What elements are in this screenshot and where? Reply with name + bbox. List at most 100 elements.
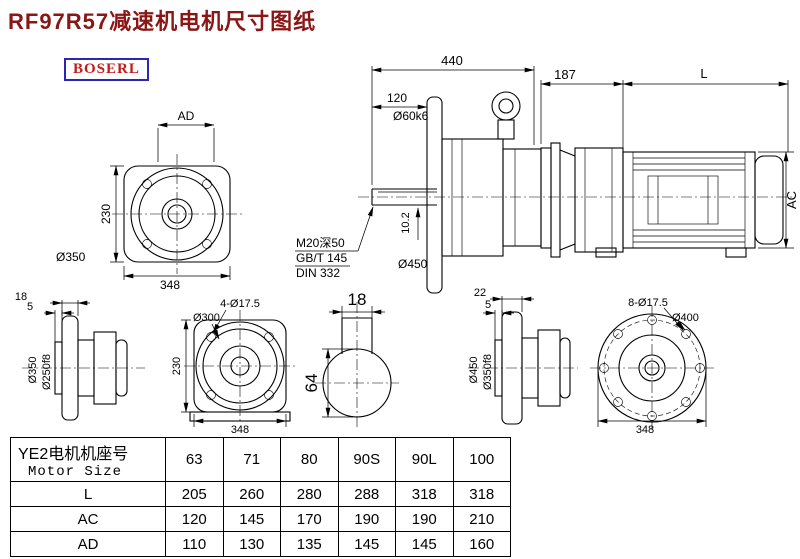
bolt-hole bbox=[264, 390, 274, 400]
note-din-standard: DIN 332 bbox=[296, 266, 340, 280]
table-cell: 135 bbox=[280, 531, 339, 557]
label-d250-spigot: Ø250f8 bbox=[41, 354, 53, 390]
dim-ad-label: AD bbox=[178, 109, 195, 123]
size-column-header: 90S bbox=[337, 437, 396, 482]
bolt-hole bbox=[613, 329, 623, 339]
motor-size-label-cn: YE2电机机座号 bbox=[18, 445, 129, 463]
table-cell: 145 bbox=[337, 531, 396, 557]
motor-body bbox=[622, 151, 756, 249]
label-d350-side: Ø350 bbox=[27, 357, 39, 384]
table-cell: 210 bbox=[452, 506, 511, 532]
page-title: RF97R57减速机电机尺寸图纸 bbox=[8, 9, 317, 34]
bolt-hole bbox=[142, 239, 152, 249]
fan-cover bbox=[754, 155, 784, 245]
flange-side-view-large: 22 5 Ø450 Ø350f8 bbox=[468, 287, 578, 425]
flange-side-view-small: 18 5 Ø350 Ø250f8 bbox=[15, 291, 145, 421]
row-label-l: L bbox=[10, 481, 166, 507]
table-cell: 205 bbox=[165, 481, 224, 507]
bolt-hole bbox=[681, 329, 691, 339]
label-flange-diameter: Ø450 bbox=[398, 257, 428, 271]
bolt-hole bbox=[206, 390, 216, 400]
gearbox-housing bbox=[441, 138, 504, 257]
note-gb-standard: GB/T 145 bbox=[296, 251, 347, 265]
table-cell: 260 bbox=[222, 481, 281, 507]
size-column-header: 80 bbox=[280, 437, 339, 482]
dim-348-label: 348 bbox=[231, 424, 249, 436]
dim-230-label: 230 bbox=[171, 357, 183, 375]
label-bolt-holes: 4-Ø17.5 bbox=[220, 298, 260, 310]
label-shaft-diameter: Ø60k6 bbox=[393, 109, 429, 123]
label-d350-spigot: Ø350f8 bbox=[482, 354, 494, 390]
motor-foot bbox=[595, 247, 617, 258]
brand-logo: BOSERL bbox=[64, 58, 149, 81]
motor-dimension-table: YE2电机机座号 Motor Size 63 71 80 90S 90L 100… bbox=[10, 437, 511, 557]
output-flange-front-view: AD 230 Ø350 348 bbox=[56, 109, 242, 292]
table-cell: 318 bbox=[395, 481, 454, 507]
dim-120-label: 120 bbox=[387, 91, 407, 105]
table-cell: 160 bbox=[452, 531, 511, 557]
table-cell: 145 bbox=[395, 531, 454, 557]
bolt-hole bbox=[695, 363, 705, 373]
bolt-hole bbox=[206, 332, 216, 342]
dim-5-label: 5 bbox=[485, 299, 491, 311]
flange-plate-outline bbox=[123, 165, 231, 263]
size-column-header: 71 bbox=[222, 437, 281, 482]
label-d300: Ø300 bbox=[193, 312, 220, 324]
table-cell: 145 bbox=[222, 506, 281, 532]
dim-ac-label: AC bbox=[784, 191, 799, 209]
motor-size-header-cell: YE2电机机座号 Motor Size bbox=[10, 437, 166, 482]
size-column-header: 63 bbox=[165, 437, 224, 482]
bolt-hole bbox=[599, 363, 609, 373]
dim-key-width-label: 18 bbox=[348, 290, 367, 309]
table-cell: 190 bbox=[337, 506, 396, 532]
bolt-hole bbox=[202, 179, 212, 189]
table-cell: 280 bbox=[280, 481, 339, 507]
dim-18-label: 18 bbox=[15, 291, 27, 303]
label-d350: Ø350 bbox=[56, 250, 86, 264]
dim-230-label: 230 bbox=[99, 204, 113, 224]
bolt-hole bbox=[142, 179, 152, 189]
motor-size-label-en: Motor Size bbox=[28, 463, 123, 480]
label-bolt-holes: 8-Ø17.5 bbox=[628, 297, 668, 309]
dim-key-height-label: 10.2 bbox=[400, 212, 412, 233]
bolt-hole bbox=[202, 239, 212, 249]
bolt-hole bbox=[647, 315, 657, 325]
dim-348-label: 348 bbox=[636, 424, 654, 436]
table-cell: 288 bbox=[337, 481, 396, 507]
table-row-ac: AC 120 145 170 190 190 210 bbox=[10, 506, 511, 532]
row-label-ac: AC bbox=[10, 506, 166, 532]
eyebolt-ring bbox=[491, 91, 521, 121]
bolt-hole bbox=[613, 397, 623, 407]
table-cell: 170 bbox=[280, 506, 339, 532]
bolt-circle bbox=[603, 319, 701, 417]
bolt-hole bbox=[264, 332, 274, 342]
label-d400: Ø400 bbox=[672, 312, 699, 324]
main-assembly-view: 440 120 Ø60k6 187 L AC 10.2 M20深50 GB/T … bbox=[295, 53, 799, 294]
bolt-hole bbox=[681, 397, 691, 407]
motor-stator bbox=[647, 175, 719, 225]
dim-348-label: 348 bbox=[160, 278, 180, 292]
table-row-ad: AD 110 130 135 145 145 160 bbox=[10, 531, 511, 557]
mounting-flange bbox=[426, 96, 443, 294]
dim-l-label: L bbox=[700, 66, 707, 81]
dim-187-label: 187 bbox=[554, 67, 576, 82]
motor-flange-bell bbox=[574, 147, 624, 253]
size-column-header: 100 bbox=[452, 437, 511, 482]
motor-flange-view: 8-Ø17.5 Ø400 348 bbox=[590, 297, 714, 436]
brand-logo-text: BOSERL bbox=[73, 61, 140, 77]
eyebolt-base bbox=[497, 119, 515, 140]
label-d450-side: Ø450 bbox=[468, 357, 480, 384]
table-row-l: L 205 260 280 288 318 318 bbox=[10, 481, 511, 507]
row-label-ad: AD bbox=[10, 531, 166, 557]
table-header-row: YE2电机机座号 Motor Size 63 71 80 90S 90L 100 bbox=[10, 437, 511, 482]
table-cell: 110 bbox=[165, 531, 224, 557]
shaft-section-view: 18 64 bbox=[302, 290, 399, 427]
size-column-header: 90L bbox=[395, 437, 454, 482]
table-cell: 190 bbox=[395, 506, 454, 532]
dim-5-label: 5 bbox=[27, 301, 33, 313]
flange-front-foot-view: 4-Ø17.5 Ø300 230 348 bbox=[171, 298, 296, 436]
dim-440-label: 440 bbox=[441, 53, 463, 68]
table-cell: 120 bbox=[165, 506, 224, 532]
